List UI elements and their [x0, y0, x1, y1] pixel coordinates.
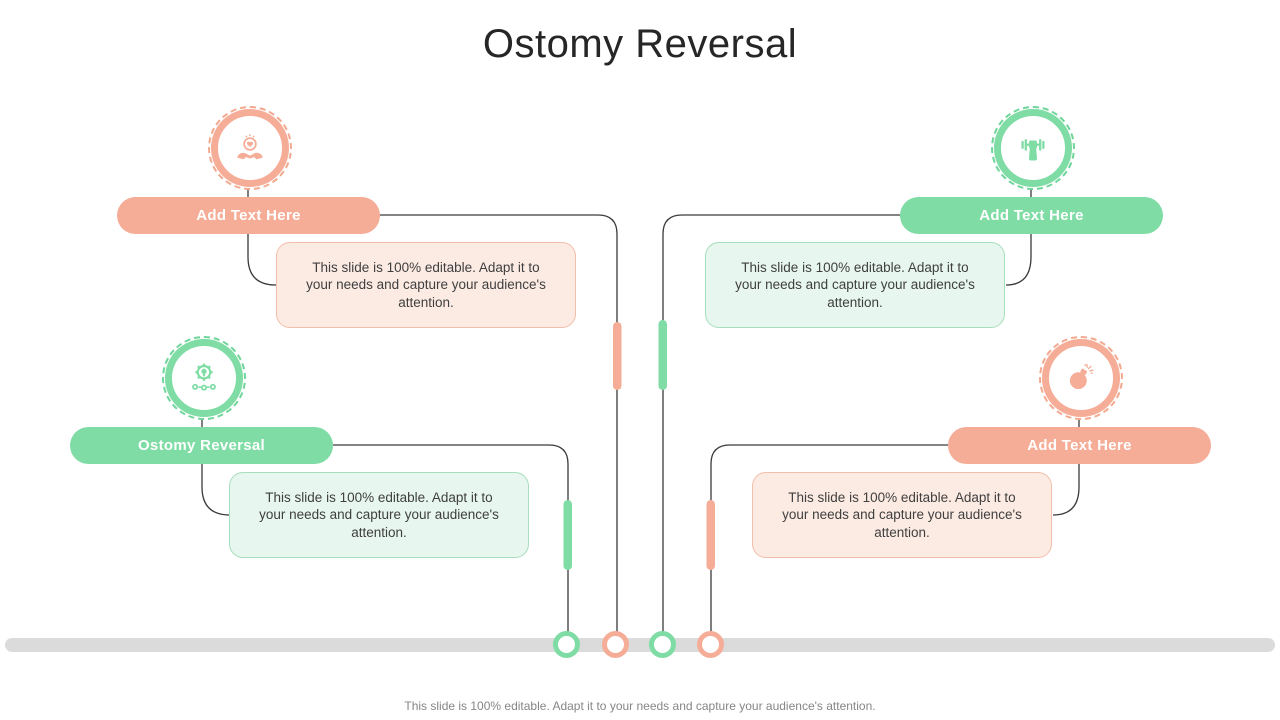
node-pill-label: Add Text Here — [196, 207, 301, 224]
care-hands-heart-icon — [211, 109, 289, 187]
capsule-segment-salmon — [613, 322, 622, 390]
node-pill-mid-right[interactable]: Add Text Here — [948, 427, 1211, 464]
node-description-text: This slide is 100% editable. Adapt it to… — [735, 259, 975, 310]
node-description-box[interactable]: This slide is 100% editable. Adapt it to… — [752, 472, 1052, 558]
strength-dumbbell-icon — [994, 109, 1072, 187]
node-pill-top-left[interactable]: Add Text Here — [117, 197, 380, 234]
timeline-marker[interactable] — [697, 631, 724, 658]
node-pill-top-right[interactable]: Add Text Here — [900, 197, 1163, 234]
timeline-marker[interactable] — [553, 631, 580, 658]
node-description-text: This slide is 100% editable. Adapt it to… — [306, 259, 546, 310]
gear-idea-icon — [165, 339, 243, 417]
node-icon-badge — [162, 336, 246, 420]
capsule-segment-green — [563, 500, 572, 570]
node-description-box[interactable]: This slide is 100% editable. Adapt it to… — [705, 242, 1005, 328]
timeline-marker[interactable] — [649, 631, 676, 658]
node-pill-label: Add Text Here — [1027, 437, 1132, 454]
node-description-text: This slide is 100% editable. Adapt it to… — [259, 489, 499, 540]
node-icon-badge — [991, 106, 1075, 190]
node-description-text: This slide is 100% editable. Adapt it to… — [782, 489, 1022, 540]
bomb-icon — [1042, 339, 1120, 417]
node-pill-label: Ostomy Reversal — [137, 437, 266, 454]
capsule-segment-green — [658, 320, 667, 390]
node-description-box[interactable]: This slide is 100% editable. Adapt it to… — [276, 242, 576, 328]
node-icon-badge — [1039, 336, 1123, 420]
timeline-bar — [5, 638, 1275, 652]
node-pill-label: Add Text Here — [979, 207, 1084, 224]
slide-title: Ostomy Reversal — [482, 22, 798, 66]
node-description-box[interactable]: This slide is 100% editable. Adapt it to… — [229, 472, 529, 558]
footer-note: This slide is 100% editable. Adapt it to… — [404, 699, 876, 713]
node-pill-mid-left[interactable]: Ostomy Reversal — [70, 427, 333, 464]
node-icon-badge — [208, 106, 292, 190]
timeline-marker[interactable] — [602, 631, 629, 658]
capsule-segment-salmon — [706, 500, 715, 570]
